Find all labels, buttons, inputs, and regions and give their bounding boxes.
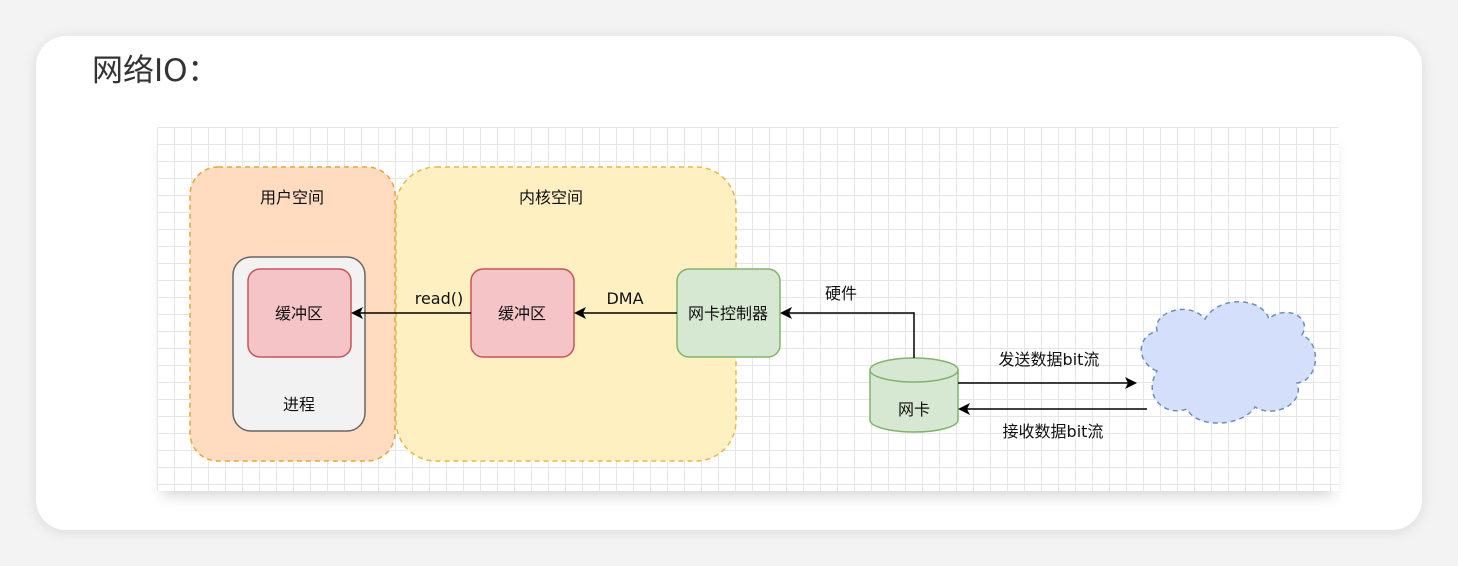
edge-dma-label: DMA — [606, 289, 643, 308]
nic-controller-label: 网卡控制器 — [688, 304, 768, 323]
page-title: 网络IO： — [92, 53, 219, 89]
internet-cloud — [1140, 301, 1316, 424]
kernel-buffer-label: 缓冲区 — [498, 304, 546, 323]
network-io-diagram: 用户空间 内核空间 进程 缓冲区 缓冲区 网卡控制器 网卡 — [157, 127, 1339, 491]
nic-cylinder — [869, 357, 959, 433]
edge-read-label: read() — [415, 289, 464, 308]
nic-label: 网卡 — [898, 400, 930, 419]
edge-hardware — [780, 307, 915, 358]
kernel-space-label: 内核空间 — [519, 188, 583, 207]
user-buffer-label: 缓冲区 — [275, 304, 323, 323]
process-label: 进程 — [283, 395, 315, 414]
user-space-label: 用户空间 — [260, 188, 324, 207]
edge-send-label: 发送数据bit流 — [999, 350, 1100, 369]
edge-hardware-label: 硬件 — [825, 284, 857, 303]
edge-receive-label: 接收数据bit流 — [1003, 422, 1104, 441]
